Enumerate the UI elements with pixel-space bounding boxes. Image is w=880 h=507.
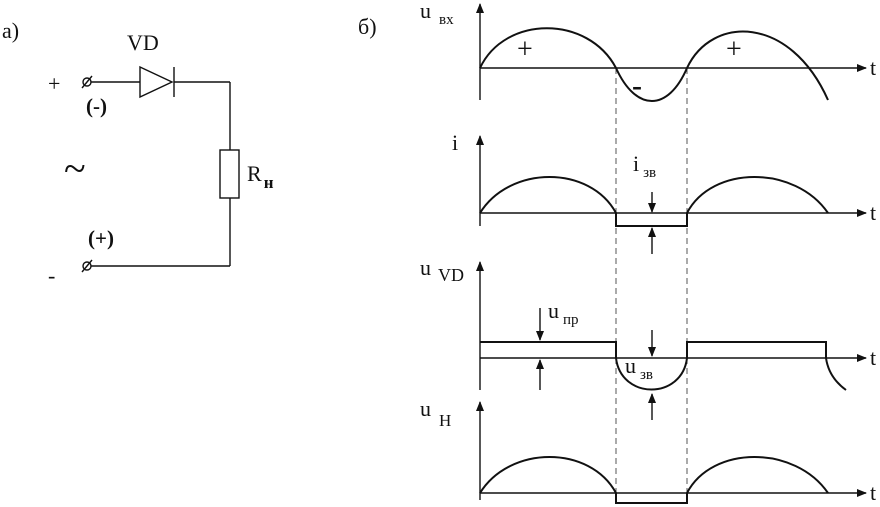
u-load-wave xyxy=(479,456,829,504)
bottom-terminal-polarity: (+) xyxy=(88,226,114,250)
diode-icon xyxy=(139,65,175,99)
circuit-wires xyxy=(91,81,231,267)
top-terminal-sign: + xyxy=(48,71,60,96)
current-wave xyxy=(479,176,829,227)
top-terminal-icon xyxy=(81,75,93,89)
panel-b-label: б) xyxy=(358,14,377,39)
current-label: i xyxy=(452,130,458,155)
ac-source-symbol: ~ xyxy=(64,146,86,191)
bottom-terminal-icon xyxy=(81,259,93,273)
resistor-icon xyxy=(219,149,240,199)
u-in-positive-sign-1: + xyxy=(517,34,533,65)
diode-label: VD xyxy=(127,30,159,55)
u-load-time-label: t xyxy=(870,480,876,505)
current-time-label: t xyxy=(870,200,876,225)
u-in-negative-sign: - xyxy=(632,69,642,102)
bottom-terminal-sign: - xyxy=(48,263,55,288)
u-vd-wave xyxy=(480,341,847,391)
panel-a-label: а) xyxy=(2,18,19,43)
u-vd-time-label: t xyxy=(870,345,876,370)
u-in-positive-sign-2: + xyxy=(726,34,742,65)
u-in-wave xyxy=(479,27,829,102)
u-in-time-label: t xyxy=(870,55,876,80)
top-terminal-polarity: (-) xyxy=(86,94,107,118)
